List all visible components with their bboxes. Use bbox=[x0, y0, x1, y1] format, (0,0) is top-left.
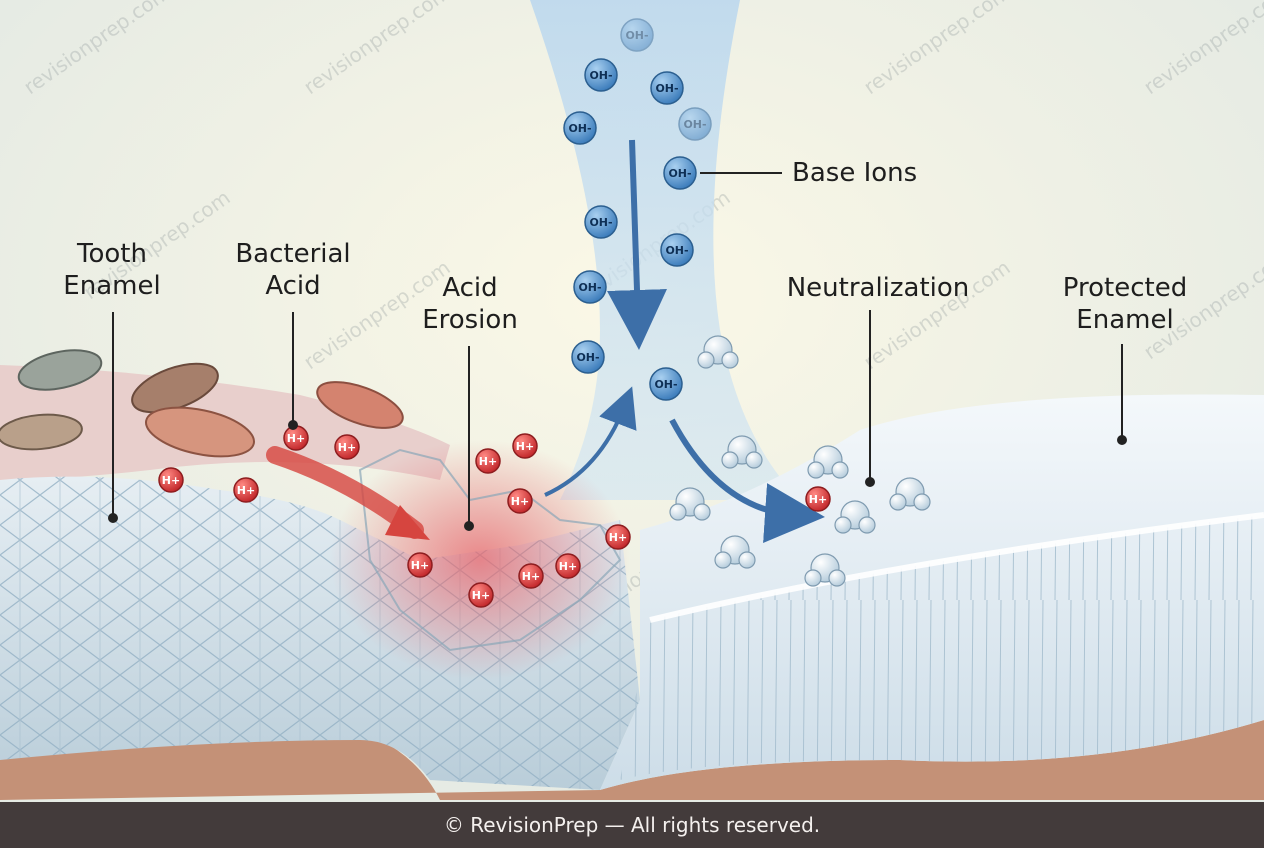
copyright-footer: © RevisionPrep — All rights reserved. bbox=[0, 802, 1264, 848]
label-bacterial-acid: Bacterial Acid bbox=[223, 238, 363, 302]
label-acid-erosion-text: Acid Erosion bbox=[422, 273, 518, 335]
bacteria-icon bbox=[17, 349, 103, 391]
enamel-rod-texture bbox=[620, 515, 1264, 780]
svg-text:OH-: OH- bbox=[655, 82, 678, 95]
label-bacterial-acid-text: Bacterial Acid bbox=[235, 239, 351, 301]
svg-text:H+: H+ bbox=[411, 559, 429, 572]
svg-text:H+: H+ bbox=[479, 455, 497, 468]
svg-text:OH-: OH- bbox=[578, 281, 601, 294]
bacteria-group bbox=[0, 349, 404, 458]
svg-text:H+: H+ bbox=[522, 570, 540, 583]
acid-arrow-head bbox=[385, 505, 430, 540]
water-molecule-icon bbox=[889, 477, 931, 511]
hydrogen-ion-icon: H+ bbox=[518, 563, 544, 589]
svg-text:OH-: OH- bbox=[576, 351, 599, 364]
hydrogen-ion-icon: H+ bbox=[158, 467, 184, 493]
svg-text:OH-: OH- bbox=[589, 69, 612, 82]
ion-layer: OH- OH- OH- OH- OH- OH- OH- OH- OH- OH- OH- H+ H+ H+ H… bbox=[158, 18, 931, 608]
hydroxide-ion-icon: OH- bbox=[660, 233, 694, 267]
label-base-ions-text: Base Ions bbox=[792, 158, 918, 188]
label-protected-enamel-text: Protected Enamel bbox=[1062, 273, 1188, 335]
hydroxide-ion-icon: OH- bbox=[663, 156, 697, 190]
hydroxide-ion-icon: OH- bbox=[620, 18, 654, 52]
bacteria-icon bbox=[145, 406, 255, 458]
svg-text:H+: H+ bbox=[472, 589, 490, 602]
svg-text:OH-: OH- bbox=[668, 167, 691, 180]
svg-text:H+: H+ bbox=[511, 495, 529, 508]
svg-text:OH-: OH- bbox=[665, 244, 688, 257]
label-base-ions: Base Ions bbox=[792, 157, 932, 189]
hydrogen-ion-icon: H+ bbox=[805, 486, 831, 512]
svg-text:H+: H+ bbox=[287, 432, 305, 445]
hydroxide-ion-icon: OH- bbox=[584, 58, 618, 92]
hydrogen-ion-icon: H+ bbox=[468, 582, 494, 608]
hydroxide-ion-icon: OH- bbox=[573, 270, 607, 304]
label-neutralization-text: Neutralization bbox=[786, 273, 970, 303]
label-neutralization: Neutralization bbox=[778, 272, 978, 304]
hydroxide-ion-icon: OH- bbox=[584, 205, 618, 239]
ion-up-arrow bbox=[544, 386, 637, 497]
water-molecule-icon bbox=[807, 445, 849, 479]
svg-text:H+: H+ bbox=[559, 560, 577, 573]
water-molecule-icon bbox=[669, 487, 711, 521]
hydrogen-ion-icon: H+ bbox=[507, 488, 533, 514]
hydrogen-ion-icon: H+ bbox=[233, 477, 259, 503]
svg-text:OH-: OH- bbox=[683, 118, 706, 131]
erosion-zone bbox=[330, 440, 630, 680]
svg-text:OH-: OH- bbox=[654, 378, 677, 391]
hydroxide-ion-icon: OH- bbox=[571, 340, 605, 374]
hydroxide-ion-icon: OH- bbox=[649, 367, 683, 401]
svg-text:H+: H+ bbox=[516, 440, 534, 453]
hydroxide-ion-icon: OH- bbox=[650, 71, 684, 105]
neutralization-arrow bbox=[669, 418, 825, 543]
svg-text:OH-: OH- bbox=[568, 122, 591, 135]
hydrogen-ion-icon: H+ bbox=[512, 433, 538, 459]
bacteria-icon bbox=[316, 381, 404, 429]
svg-text:H+: H+ bbox=[237, 484, 255, 497]
hydrogen-ion-icon: H+ bbox=[475, 448, 501, 474]
svg-text:H+: H+ bbox=[162, 474, 180, 487]
water-molecule-icon bbox=[834, 500, 876, 534]
hydrogen-ion-icon: H+ bbox=[283, 425, 309, 451]
base-ion-down-arrow bbox=[607, 139, 667, 350]
hydrogen-ion-icon: H+ bbox=[407, 552, 433, 578]
label-acid-erosion: Acid Erosion bbox=[405, 272, 535, 336]
hydroxide-ion-icon: OH- bbox=[678, 107, 712, 141]
svg-text:OH-: OH- bbox=[589, 216, 612, 229]
svg-text:H+: H+ bbox=[338, 441, 356, 454]
water-molecule-icon bbox=[804, 553, 846, 587]
water-molecule-icon bbox=[714, 535, 756, 569]
water-molecule-icon bbox=[697, 335, 739, 369]
hydrogen-ion-icon: H+ bbox=[555, 553, 581, 579]
bacteria-icon bbox=[0, 413, 83, 451]
water-molecule-icon bbox=[721, 435, 763, 469]
label-protected-enamel: Protected Enamel bbox=[1050, 272, 1200, 336]
label-tooth-enamel: Tooth Enamel bbox=[52, 238, 172, 302]
label-tooth-enamel-text: Tooth Enamel bbox=[63, 239, 161, 301]
svg-text:H+: H+ bbox=[609, 531, 627, 544]
hydrogen-ion-icon: H+ bbox=[605, 524, 631, 550]
hydroxide-ion-icon: OH- bbox=[563, 111, 597, 145]
hydrogen-ion-icon: H+ bbox=[334, 434, 360, 460]
leader-lines bbox=[108, 172, 1127, 531]
svg-text:H+: H+ bbox=[809, 493, 827, 506]
svg-text:OH-: OH- bbox=[625, 29, 648, 42]
